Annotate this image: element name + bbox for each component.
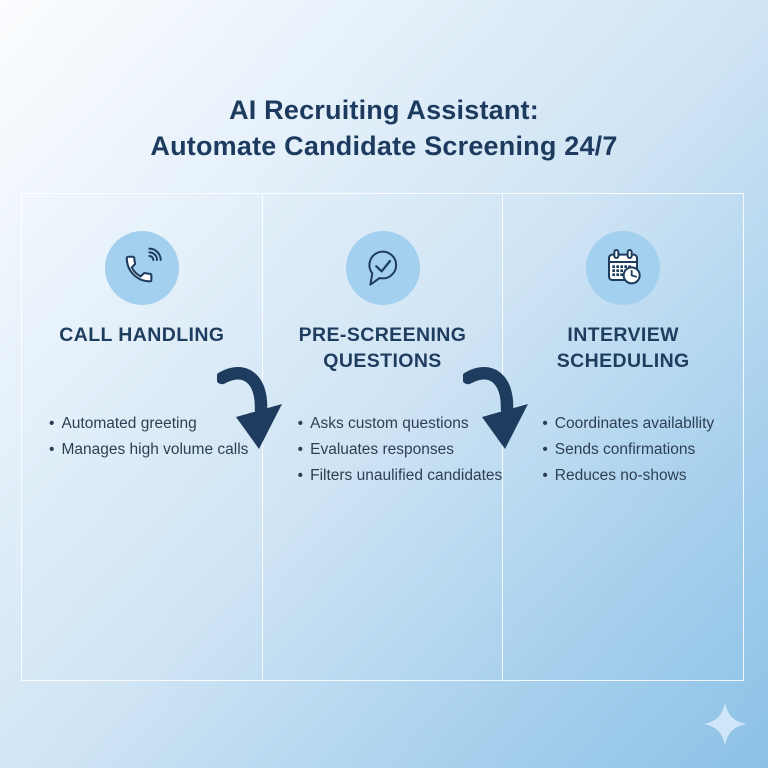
curved-arrow-icon (463, 367, 528, 449)
bullet-item: Asks custom questions (298, 411, 503, 437)
chat-check-icon (345, 231, 420, 305)
panel-heading-call-handling: CALL HANDLING (59, 324, 225, 346)
bullet-item: Automated greeting (49, 411, 262, 437)
bullet-item: Sends confirmations (542, 437, 743, 463)
bullet-item: Reduces no-shows (542, 463, 743, 489)
bullet-item: Coordinates availabllity (542, 411, 743, 437)
bullet-item: Manages high volume calls (49, 437, 262, 463)
calendar-clock-icon (586, 231, 661, 305)
bullet-item: Filters unaulified candidates (298, 463, 503, 489)
bullet-list-pre-screening: Asks custom questions Evaluates response… (263, 411, 503, 489)
panel-heading-interview-scheduling: INTERVIEW SCHEDULING (556, 324, 690, 372)
curved-arrow-icon (217, 367, 282, 449)
panel-call-handling: CALL HANDLING Automated greeting Manages… (22, 194, 262, 680)
feature-panels: CALL HANDLING Automated greeting Manages… (21, 193, 744, 681)
panel-heading-pre-screening: PRE-SCREENING QUESTIONS (298, 324, 467, 372)
bullet-item: Evaluates responses (298, 437, 503, 463)
page-title-line-1: AI Recruiting Assistant: (229, 95, 539, 125)
page-title: AI Recruiting Assistant: Automate Candid… (0, 92, 768, 164)
page-title-line-2: Automate Candidate Screening 24/7 (150, 131, 618, 161)
sparkle-icon (703, 702, 747, 746)
bullet-list-interview-scheduling: Coordinates availabllity Sends confirmat… (503, 411, 743, 489)
phone-call-icon (104, 231, 179, 305)
bullet-list-call-handling: Automated greeting Manages high volume c… (22, 411, 262, 463)
